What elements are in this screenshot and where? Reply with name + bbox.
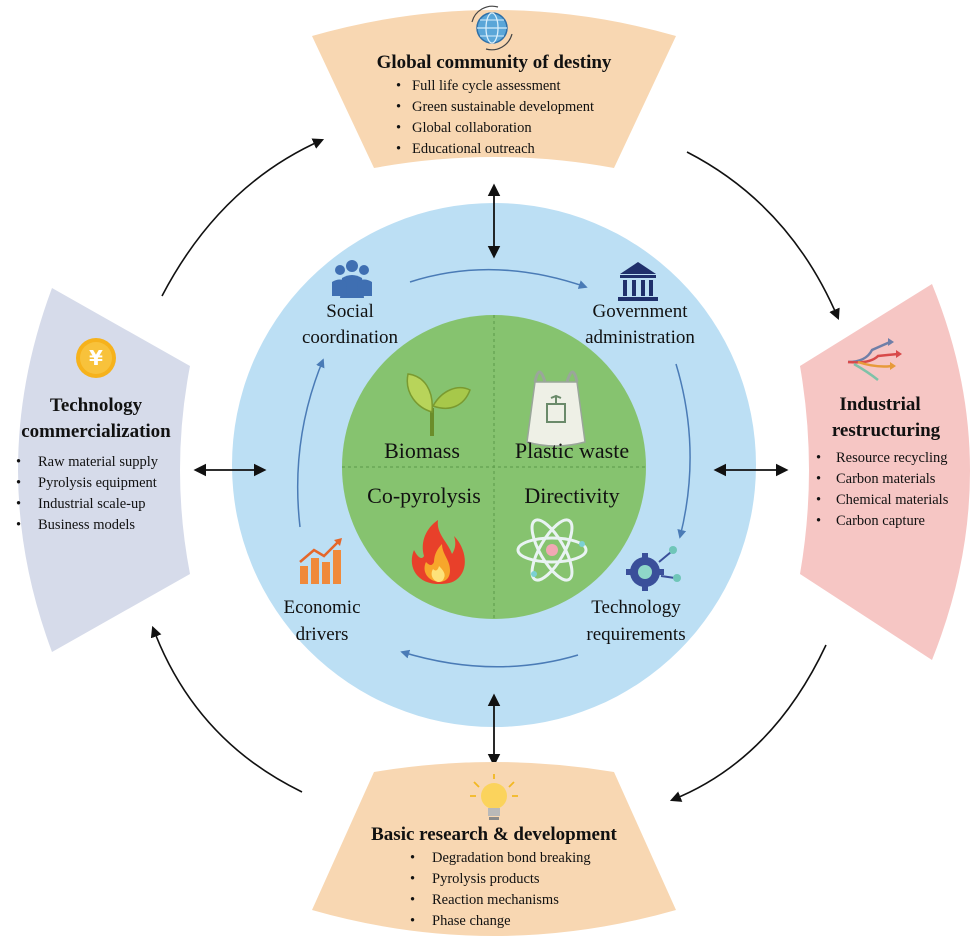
- bullet-marker: •: [16, 517, 21, 533]
- plastic-bag-icon: [526, 370, 586, 447]
- bullet-marker: •: [410, 913, 415, 929]
- bullet-marker: •: [410, 892, 415, 908]
- bottom-panel-bullets: • Degradation bond breaking • Pyrolysis …: [410, 850, 591, 929]
- bullet-marker: •: [410, 850, 415, 866]
- list-item: Global collaboration: [412, 120, 532, 136]
- left-panel: [18, 288, 190, 652]
- arrow-right-to-bottom: [669, 644, 827, 802]
- bullet-marker: •: [16, 475, 21, 491]
- list-item: Pyrolysis equipment: [38, 475, 157, 491]
- list-item: Phase change: [432, 913, 511, 929]
- gear-network-icon: [626, 546, 681, 591]
- ring-label-government-line1: Government: [593, 301, 689, 322]
- people-group-icon: [332, 260, 372, 298]
- left-panel-bullets: • Raw material supply • Pyrolysis equipm…: [16, 454, 159, 533]
- bottom-panel-title: Basic research & development: [371, 824, 617, 845]
- government-building-icon: [618, 262, 658, 301]
- inner-cycle-arrows: [296, 268, 691, 668]
- left-panel-title-line2: commercialization: [21, 421, 171, 442]
- inner-arrow-bottom: [400, 649, 579, 668]
- ring-label-technology-line1: Technology: [591, 597, 681, 618]
- list-item: Carbon materials: [836, 471, 936, 487]
- left-panel-title-line1: Technology: [50, 395, 143, 416]
- ring-label-social-line1: Social: [326, 301, 374, 322]
- core-label-biomass: Biomass: [384, 438, 460, 463]
- ring-label-economic-line2: drivers: [296, 624, 349, 645]
- right-panel-title-line2: restructuring: [832, 420, 941, 441]
- bullet-marker: •: [816, 492, 821, 508]
- flame-icon: [411, 520, 465, 584]
- bar-chart-growth-icon: [299, 538, 342, 584]
- svg-text:¥: ¥: [89, 346, 103, 370]
- inner-arrow-top: [409, 268, 588, 289]
- list-item: Carbon capture: [836, 513, 925, 529]
- ring-label-social-line2: coordination: [302, 327, 399, 348]
- atom-icon: [516, 518, 588, 582]
- list-item: Degradation bond breaking: [432, 850, 591, 866]
- bullet-marker: •: [16, 496, 21, 512]
- outer-cycle-arrows: [150, 138, 840, 802]
- list-item: Educational outreach: [412, 141, 536, 157]
- arrow-top-to-right: [686, 151, 840, 321]
- list-item: Green sustainable development: [412, 99, 594, 115]
- connector-arrows: [193, 183, 789, 767]
- core-label-plastic-waste: Plastic waste: [515, 438, 629, 463]
- list-item: Resource recycling: [836, 450, 948, 466]
- yen-coin-icon: ¥: [76, 338, 116, 378]
- top-panel-bullets: • Full life cycle assessment • Green sus…: [396, 78, 594, 157]
- list-item: Pyrolysis products: [432, 871, 540, 887]
- right-panel: [800, 284, 970, 660]
- bullet-marker: •: [396, 78, 401, 94]
- list-item: Full life cycle assessment: [412, 78, 561, 94]
- globe-icon: [471, 5, 513, 51]
- list-item: Reaction mechanisms: [432, 892, 559, 908]
- lightbulb-icon: [470, 774, 518, 820]
- arrow-left-to-top: [161, 138, 325, 297]
- bullet-marker: •: [396, 141, 401, 157]
- arrow-bottom-to-left: [150, 625, 303, 793]
- bullet-marker: •: [816, 471, 821, 487]
- list-item: Chemical materials: [836, 492, 949, 508]
- list-item: Industrial scale-up: [38, 496, 146, 512]
- bullet-marker: •: [396, 99, 401, 115]
- list-item: Business models: [38, 517, 135, 533]
- bullet-marker: •: [816, 513, 821, 529]
- list-item: Raw material supply: [38, 454, 159, 470]
- inner-arrow-left: [296, 358, 325, 528]
- inner-arrow-right: [675, 363, 691, 539]
- right-panel-title-line1: Industrial: [839, 394, 920, 415]
- ring-label-economic-line1: Economic: [283, 597, 360, 618]
- ring-label-technology-line2: requirements: [586, 624, 685, 645]
- top-panel: [312, 10, 676, 168]
- core-label-co-pyrolysis: Co-pyrolysis: [367, 483, 481, 508]
- bullet-marker: •: [396, 120, 401, 136]
- bottom-panel: [312, 762, 676, 936]
- sprout-icon: [406, 373, 471, 436]
- ring-label-government-line2: administration: [585, 327, 695, 348]
- bullet-marker: •: [16, 454, 21, 470]
- branching-arrows-icon: [847, 338, 902, 381]
- top-panel-title: Global community of destiny: [377, 52, 612, 73]
- right-panel-bullets: • Resource recycling • Carbon materials …: [816, 450, 949, 529]
- bullet-marker: •: [410, 871, 415, 887]
- core-label-directivity: Directivity: [524, 483, 619, 508]
- bullet-marker: •: [816, 450, 821, 466]
